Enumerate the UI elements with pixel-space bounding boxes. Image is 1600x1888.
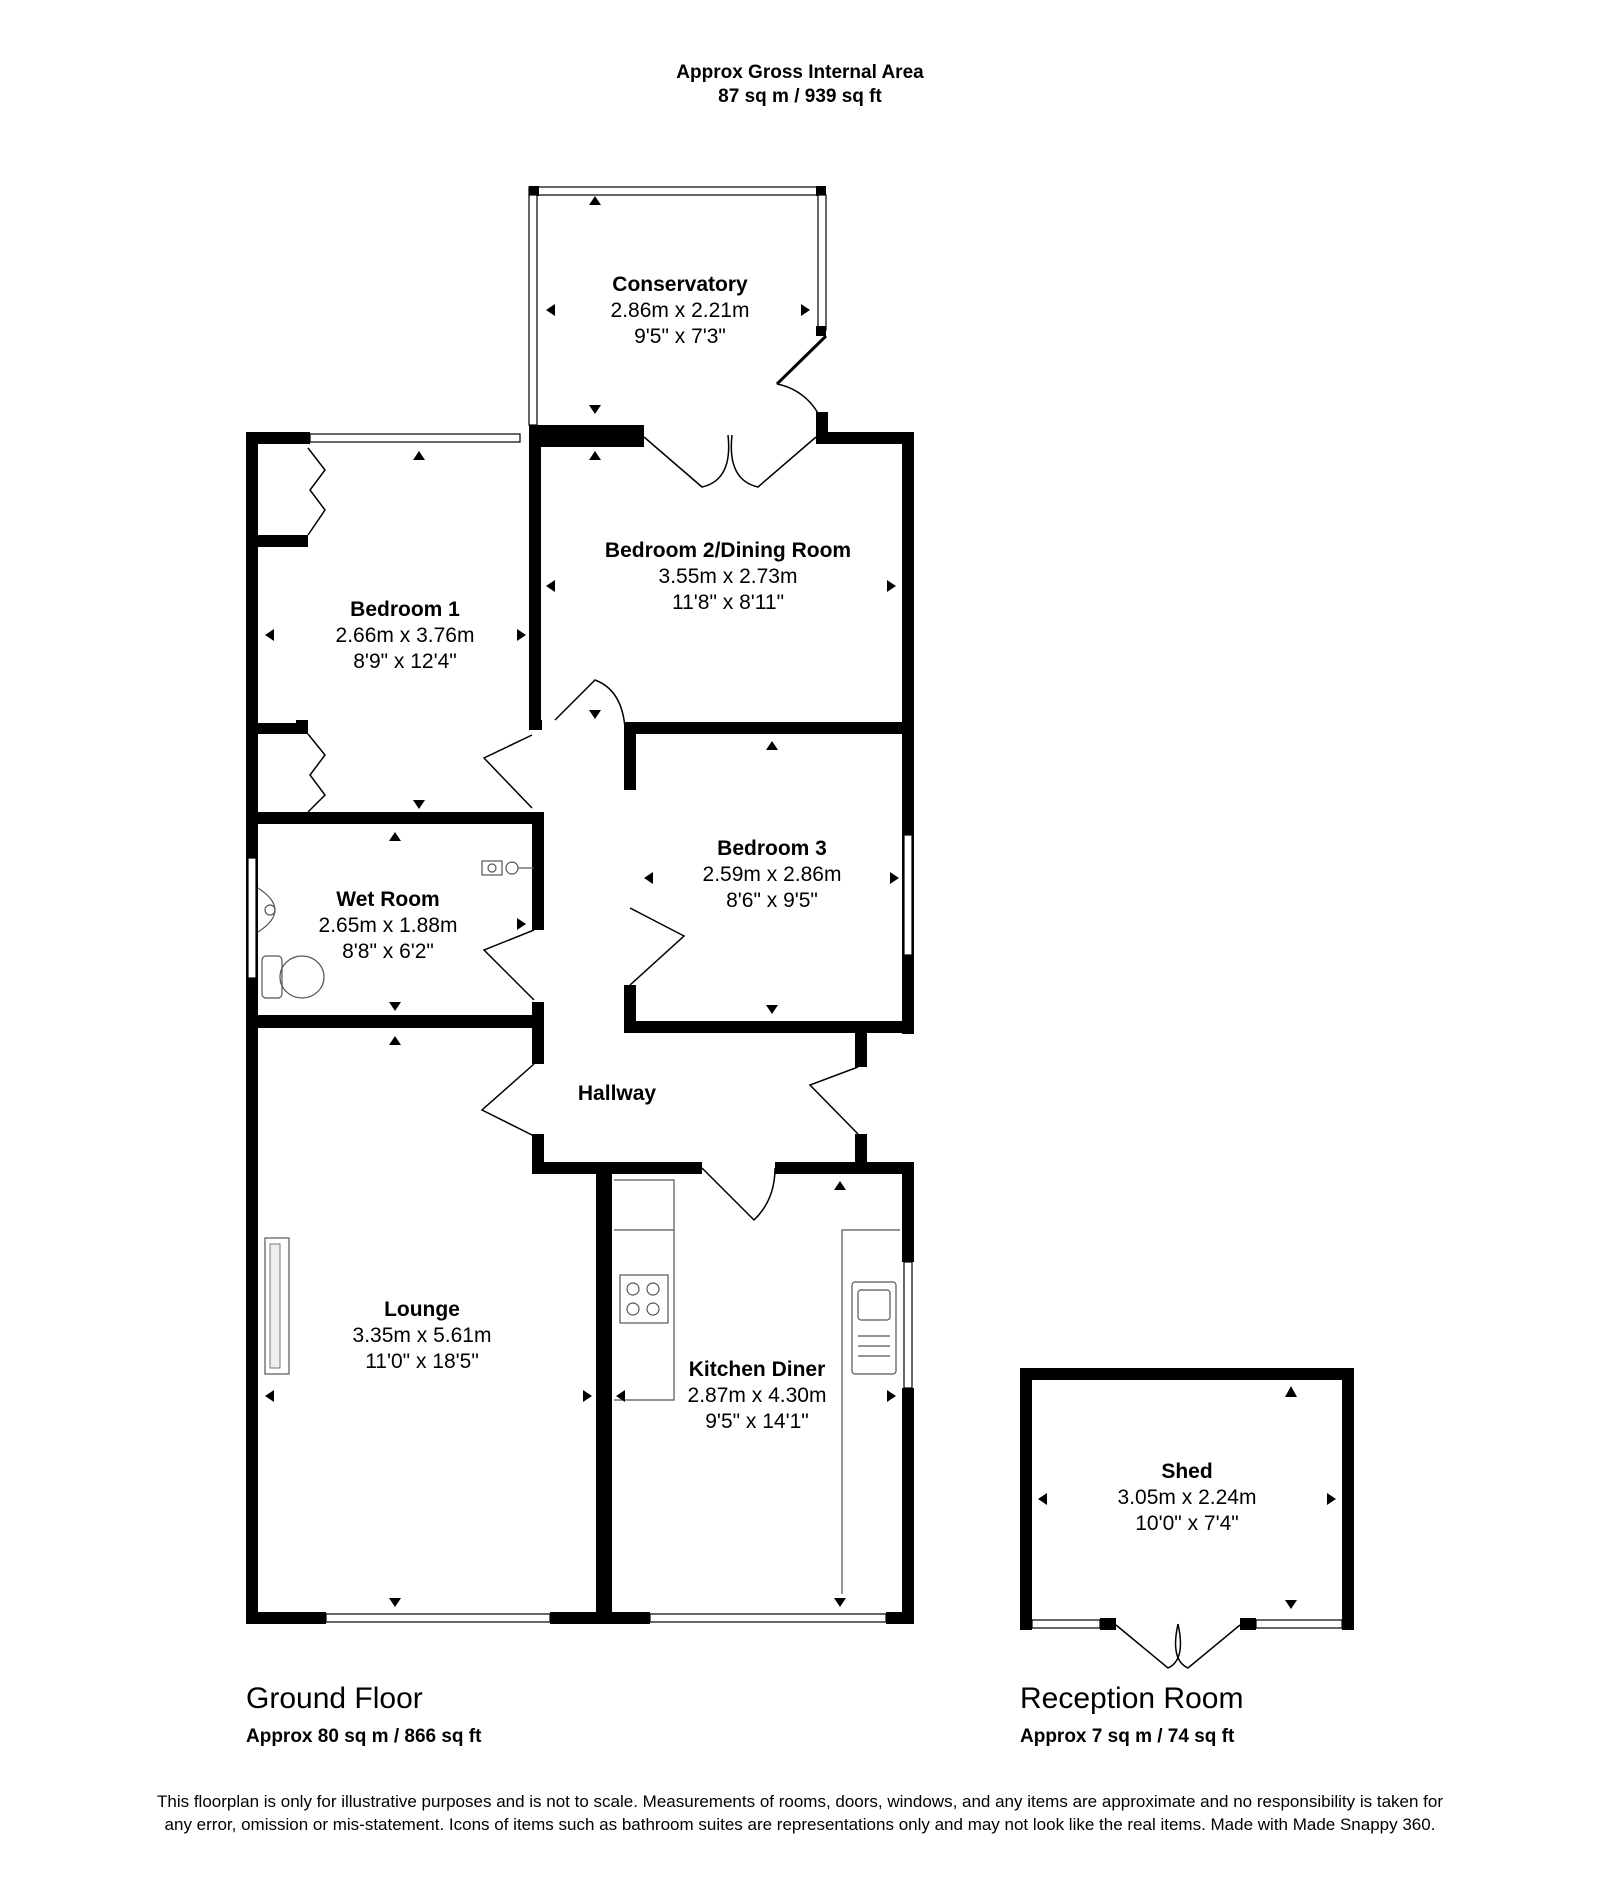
bedroom2-metric: 3.55m x 2.73m [659,565,798,588]
shed-window-right [1255,1619,1343,1629]
wetroom-window [247,857,257,979]
kitchen-door [701,1167,776,1222]
kitchen-window [649,1613,887,1623]
wetroom-metric: 2.65m x 1.88m [319,914,458,937]
front-door [808,1066,859,1135]
kitchen-counter-left [614,1179,675,1401]
reception-room-title: Reception Room [1020,1682,1244,1715]
lounge-window [325,1613,551,1623]
shed-window-left [1031,1619,1101,1629]
bedroom1-wardrobe-door-top [307,447,326,536]
lounge-name: Lounge [384,1298,460,1321]
wetroom-name: Wet Room [336,888,439,911]
conservatory-name: Conservatory [612,273,748,296]
kitchen-imperial: 9'5" x 14'1" [705,1410,809,1433]
toilet-icon [261,955,283,999]
conservatory-imperial: 9'5" x 7'3" [634,325,726,348]
lounge-metric: 3.35m x 5.61m [353,1324,492,1347]
disclaimer-text: This floorplan is only for illustrative … [156,1792,1443,1834]
shed-door-left [1115,1623,1182,1669]
bedroom3-name: Bedroom 3 [717,837,827,860]
bedroom2-door [554,679,626,729]
shed-imperial: 10'0" x 7'4" [1135,1512,1239,1535]
conservatory [528,186,828,434]
bedroom3-imperial: 8'6" x 9'5" [726,889,818,912]
bedroom3-metric: 2.59m x 2.86m [703,863,842,886]
ground-floor-area: Approx 80 sq m / 866 sq ft [246,1726,482,1747]
conservatory-top-window [528,186,823,196]
fixtures [257,860,900,1594]
kitchen-side-window [903,1261,913,1389]
bedroom2-name: Bedroom 2/Dining Room [605,539,851,562]
hob-icon [619,1274,669,1324]
bedroom1-door [482,734,533,809]
room-labels: Conservatory 2.86m x 2.21m 9'5" x 7'3" B… [319,273,1257,1535]
kitchen-name: Kitchen Diner [689,1358,826,1381]
shed [1020,1368,1354,1669]
shed-name: Shed [1161,1460,1212,1483]
lounge-door [480,1063,535,1137]
lounge-imperial: 11'0" x 18'5" [365,1350,479,1373]
conservatory-left-window [528,194,538,426]
bedroom2-french-door-left [643,434,730,488]
bedroom3-door [629,907,686,986]
dimension-markers [265,196,1336,1609]
bedroom1-metric: 2.66m x 3.76m [336,624,475,647]
conservatory-right-window [817,194,827,331]
bedroom2-french-door-right [730,434,817,488]
doors [307,434,859,1222]
gross-area-value: 87 sq m / 939 sq ft [718,86,882,107]
basin-icon [257,887,276,933]
wetroom-door [482,929,535,1001]
shed-door-right [1174,1623,1241,1669]
hallway-name: Hallway [578,1082,657,1105]
kitchen-metric: 2.87m x 4.30m [688,1384,827,1407]
reception-room-area: Approx 7 sq m / 74 sq ft [1020,1726,1235,1747]
bedroom3-window [903,834,913,956]
shed-metric: 3.05m x 2.24m [1118,1486,1257,1509]
ground-floor-title: Ground Floor [246,1682,423,1715]
bedroom2-imperial: 11'8" x 8'11" [672,591,784,614]
conservatory-metric: 2.86m x 2.21m [611,299,750,322]
wetroom-imperial: 8'8" x 6'2" [342,940,434,963]
bedroom1-wardrobe-door-bottom [307,733,326,813]
bedroom1-imperial: 8'9" x 12'4" [353,650,457,673]
kitchen-counter-right [841,1229,900,1594]
bedroom1-window [309,433,521,443]
bedroom1-name: Bedroom 1 [350,598,460,621]
fireplace-icon [264,1237,290,1375]
gross-area-title: Approx Gross Internal Area [676,62,924,83]
sink-icon [851,1281,897,1375]
shower-icon [481,860,503,876]
ground-floor-walls [246,425,914,1624]
conservatory-side-door [776,383,823,423]
